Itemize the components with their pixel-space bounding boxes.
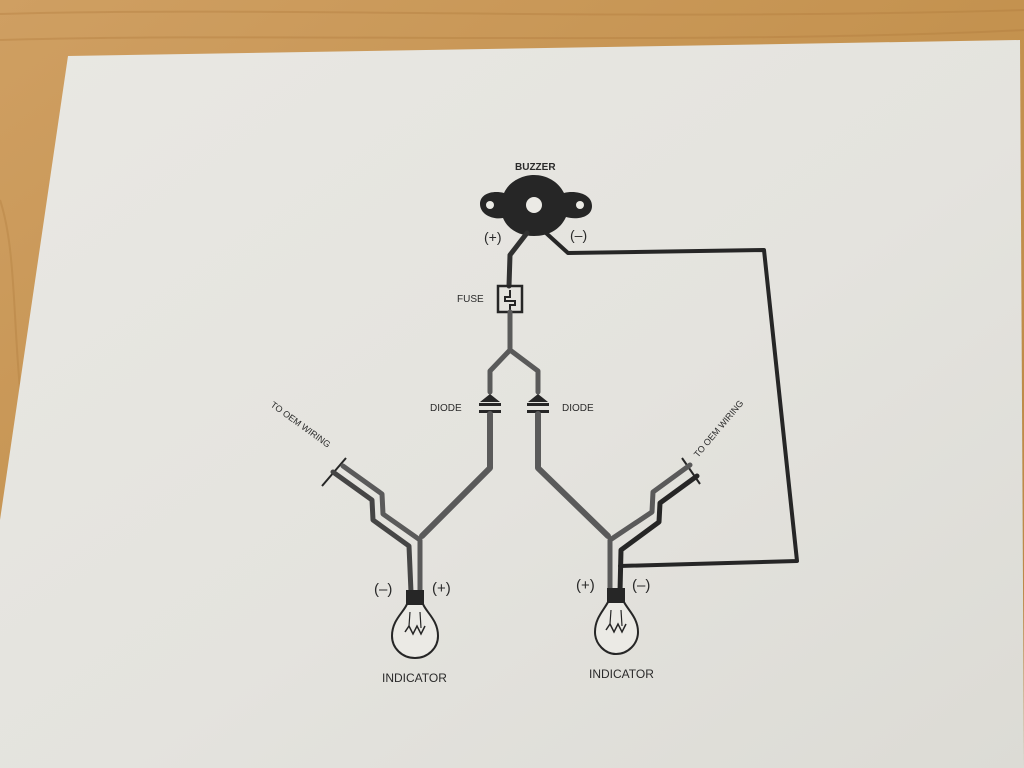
- paper-sheet: [0, 40, 1024, 768]
- oem-wiring-right: [607, 457, 701, 595]
- buzzer: [480, 175, 592, 236]
- diode-left-label: DIODE: [430, 403, 462, 414]
- buzzer-label: BUZZER: [515, 162, 556, 173]
- indicator-left-label: INDICATOR: [382, 671, 447, 685]
- right-indicator-negative-label: (–): [632, 577, 650, 594]
- buzzer-negative-wire: [544, 231, 799, 568]
- indicator-bulb-left: [390, 590, 440, 660]
- buzzer-negative-label: (–): [570, 227, 587, 243]
- diode-right-label: DIODE: [562, 403, 594, 414]
- buzzer-mount-left: [486, 201, 494, 209]
- diode-left-to-indicator-wire: [419, 411, 493, 539]
- left-indicator-negative-label: (–): [374, 581, 392, 598]
- buzzer-positive-label: (+): [484, 229, 502, 245]
- fuse-to-split-wire: [487, 309, 541, 395]
- buzzer-mount-right: [576, 201, 584, 209]
- indicator-bulb-right: [593, 588, 640, 656]
- right-indicator-positive-label: (+): [576, 577, 595, 594]
- indicator-right-label: INDICATOR: [589, 667, 654, 681]
- buzzer-positive-wire: [506, 230, 530, 289]
- buzzer-hole: [526, 197, 542, 213]
- oem-wiring-left: [321, 457, 423, 595]
- diode-right-to-indicator-wire: [535, 411, 611, 539]
- fuse-label: FUSE: [457, 294, 484, 305]
- left-indicator-positive-label: (+): [432, 580, 451, 597]
